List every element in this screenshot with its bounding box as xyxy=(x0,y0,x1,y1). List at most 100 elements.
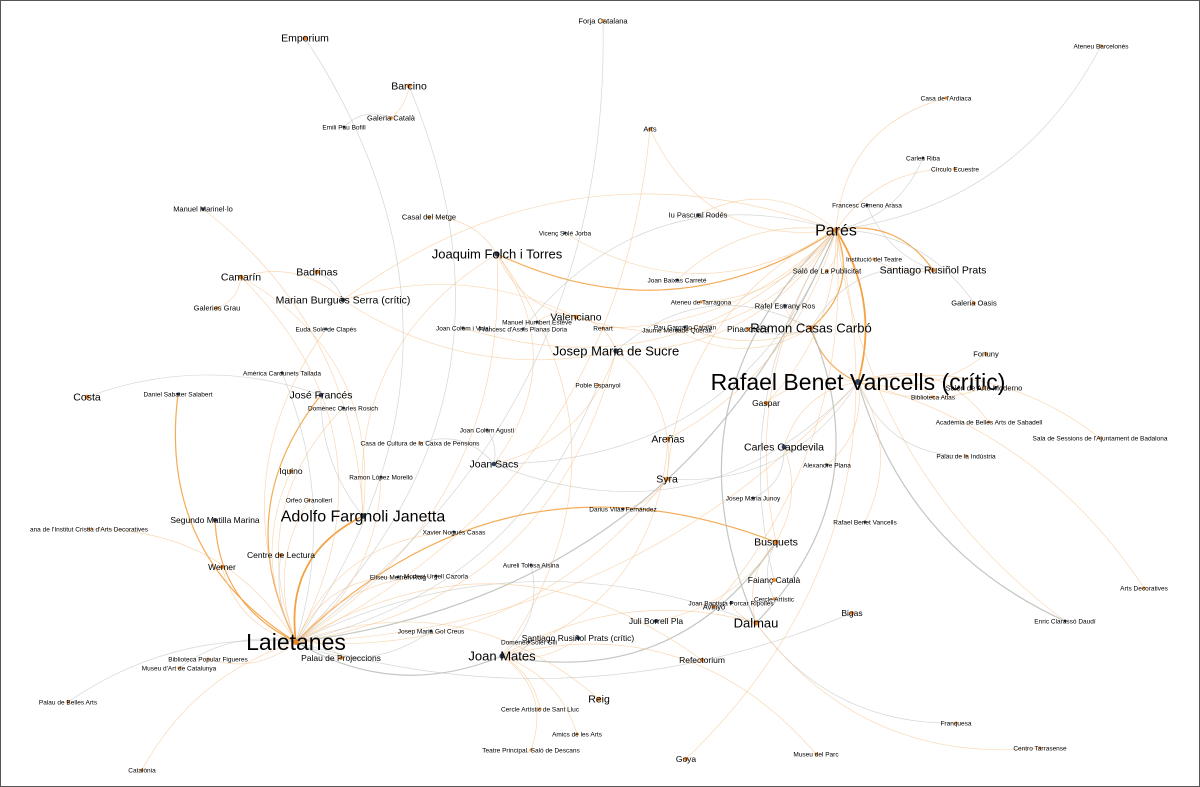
node-jose_frances[interactable]: José Francés xyxy=(289,390,352,402)
node-dot[interactable] xyxy=(563,231,567,235)
node-centro_tarrasense[interactable]: Centro Tarrasense xyxy=(1013,745,1067,752)
node-dot[interactable] xyxy=(700,658,704,662)
node-dot[interactable] xyxy=(360,513,366,519)
node-ramon_lopez[interactable]: Ramon López Morelló xyxy=(349,474,413,481)
node-dot[interactable] xyxy=(314,269,320,275)
node-dot[interactable] xyxy=(324,327,328,331)
node-dot[interactable] xyxy=(684,757,688,761)
node-dot[interactable] xyxy=(1142,586,1146,590)
node-dot[interactable] xyxy=(140,768,144,772)
node-dot[interactable] xyxy=(729,601,733,605)
node-dot[interactable] xyxy=(601,326,605,330)
node-dot[interactable] xyxy=(491,461,497,467)
node-salon_arte_moderno[interactable]: Salón de Arte Moderno xyxy=(946,384,1023,393)
node-dot[interactable] xyxy=(764,401,768,405)
node-valenciano[interactable]: Valenciano xyxy=(550,312,601,324)
node-josep_maria_sucre[interactable]: Josep Maria de Sucre xyxy=(553,344,679,359)
node-dot[interactable] xyxy=(339,656,343,660)
node-barcino[interactable]: Barcino xyxy=(391,81,427,93)
node-sala_badalona[interactable]: Sala de Sessions de l'Ajuntament de Bada… xyxy=(1033,435,1168,442)
node-dot[interactable] xyxy=(461,326,465,330)
node-pinacoteca[interactable]: Pinacoteca xyxy=(727,324,769,334)
node-catalonia[interactable]: Catalònia xyxy=(128,767,156,774)
node-dot[interactable] xyxy=(987,420,991,424)
node-dot[interactable] xyxy=(238,274,244,280)
node-dot[interactable] xyxy=(696,213,700,217)
node-academia_sabadell[interactable]: Acadèmia de Belles Arts de Sabadell xyxy=(936,419,1043,426)
node-palau_projeccions[interactable]: Palau de Projeccions xyxy=(301,653,381,663)
node-museu_art_catalunya[interactable]: Museu d'Art de Catalunya xyxy=(142,665,217,672)
node-forja_catalana[interactable]: Forja Catalana xyxy=(578,17,628,26)
node-rafel_estrany[interactable]: Rafel Estrany Ros xyxy=(755,302,816,311)
node-dot[interactable] xyxy=(772,597,776,601)
node-dot[interactable] xyxy=(675,328,679,332)
node-dot[interactable] xyxy=(664,476,670,482)
node-dot[interactable] xyxy=(289,469,293,473)
node-dot[interactable] xyxy=(575,732,579,736)
node-america_cardunets[interactable]: Amèrica Cardunets Tallada xyxy=(243,370,321,377)
node-dot[interactable] xyxy=(712,605,716,609)
node-joan_baixas[interactable]: Joan Baixas Carreté xyxy=(648,277,707,284)
node-jaume_mercade[interactable]: Jaume Mercadé Queralt xyxy=(642,327,712,334)
node-pares[interactable]: Parés xyxy=(815,223,857,240)
node-dot[interactable] xyxy=(654,619,658,623)
node-emporium[interactable]: Emporium xyxy=(281,33,329,45)
node-darius_vilas[interactable]: Darius Vilàs Fernández xyxy=(589,506,656,513)
node-domenec_soler_gili[interactable]: Domènec Soler Gili xyxy=(501,639,557,646)
node-dot[interactable] xyxy=(213,518,217,522)
node-dot[interactable] xyxy=(307,498,311,502)
node-dot[interactable] xyxy=(931,395,935,399)
node-santiago_rusinol_critic[interactable]: Santiago Rusiñol Prats (crític) xyxy=(522,633,635,643)
node-dot[interactable] xyxy=(379,475,383,479)
node-dot[interactable] xyxy=(529,563,533,567)
node-dot[interactable] xyxy=(751,496,755,500)
node-dot[interactable] xyxy=(220,565,224,569)
node-dot[interactable] xyxy=(930,267,936,273)
node-domenec_carles[interactable]: Domènec Carles Rosich xyxy=(308,405,378,412)
node-badrinas[interactable]: Badrinas xyxy=(296,267,337,279)
node-dot[interactable] xyxy=(573,314,579,320)
node-dot[interactable] xyxy=(648,127,652,131)
node-fortuny[interactable]: Fortuny xyxy=(973,350,999,359)
node-casa_ardiaca[interactable]: Casa de l'Ardiaca xyxy=(921,95,972,102)
node-ateneu_barcelones[interactable]: Ateneu Barcelonès xyxy=(1074,43,1130,50)
node-dot[interactable] xyxy=(418,441,422,445)
node-dot[interactable] xyxy=(494,251,500,257)
node-santiago_rusinol[interactable]: Santiago Rusiñol Prats xyxy=(880,265,987,277)
node-rafael_benet_critic[interactable]: Rafael Benet Vancells (crític) xyxy=(711,369,1006,395)
node-modest_cazorla[interactable]: Modest Urgell Cazorla xyxy=(404,573,469,580)
node-dot[interactable] xyxy=(921,156,925,160)
node-dot[interactable] xyxy=(850,611,854,615)
node-arts[interactable]: Arts xyxy=(643,125,657,134)
node-manuel_marinel[interactable]: Manuel Marinel·lo xyxy=(173,205,233,214)
node-dot[interactable] xyxy=(613,348,619,354)
node-enric_clarasso[interactable]: Enric Clarassó Daudí xyxy=(1034,618,1096,625)
node-arts_decoratives[interactable]: Arts Decoratives xyxy=(1120,585,1168,592)
node-iquino[interactable]: Iquino xyxy=(279,466,302,476)
node-refectorium[interactable]: Refectorium xyxy=(679,655,725,665)
node-dot[interactable] xyxy=(781,444,787,450)
node-syra[interactable]: Syra xyxy=(656,474,678,486)
node-dot[interactable] xyxy=(783,304,787,308)
node-arenas[interactable]: Areñas xyxy=(651,434,684,446)
node-costa[interactable]: Costa xyxy=(73,392,101,404)
node-dot[interactable] xyxy=(84,394,90,400)
node-salo_publicitat[interactable]: Saló de La Publicitat xyxy=(793,267,862,276)
node-renart[interactable]: Renart xyxy=(593,325,613,332)
node-dot[interactable] xyxy=(665,436,671,442)
node-dot[interactable] xyxy=(576,636,580,640)
node-alexandre_plana[interactable]: Alexandre Plana xyxy=(803,462,851,469)
node-centre_lectura[interactable]: Centre de Lectura xyxy=(247,550,315,560)
node-dot[interactable] xyxy=(87,527,91,531)
node-camarin[interactable]: Camarín xyxy=(221,272,261,284)
node-dot[interactable] xyxy=(772,578,776,582)
node-werner[interactable]: Werner xyxy=(208,562,236,572)
node-institucio_teatre[interactable]: Institució del Teatre xyxy=(846,256,902,263)
node-dot[interactable] xyxy=(953,167,957,171)
node-dot[interactable] xyxy=(340,297,346,303)
node-dot[interactable] xyxy=(342,125,346,129)
node-rafael_benet[interactable]: Rafael Benet Vancells xyxy=(833,519,897,526)
node-orfeo_granollers[interactable]: Orfeó Granollerí xyxy=(286,497,333,504)
node-dot[interactable] xyxy=(527,640,531,644)
